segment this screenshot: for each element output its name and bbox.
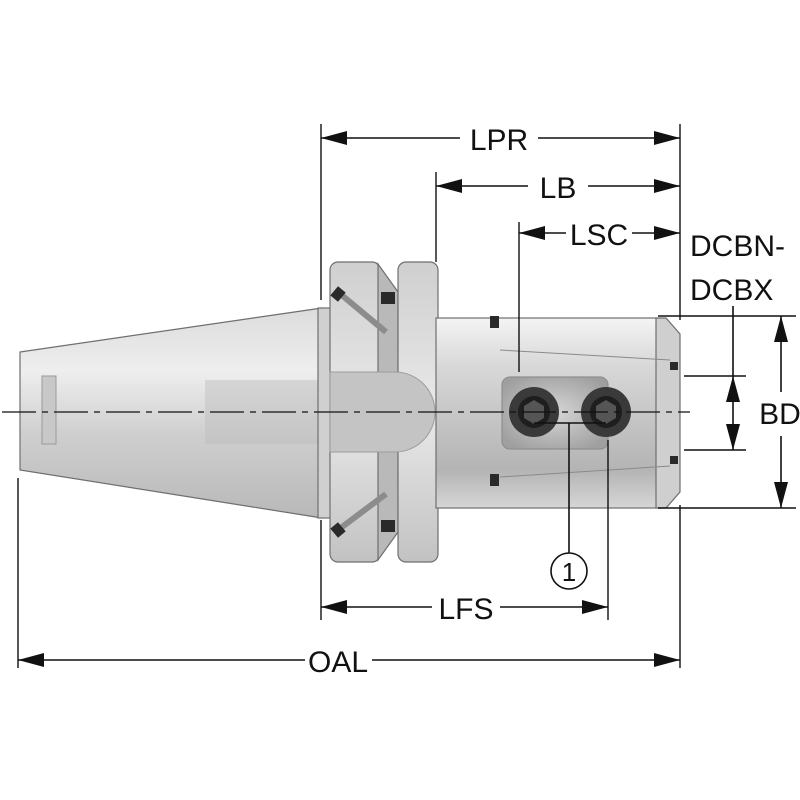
dimension-lsc: LSC	[519, 219, 680, 252]
label-callout: 1	[562, 557, 576, 587]
bore-line-top	[499, 349, 671, 361]
bore-line-bottom	[499, 465, 671, 478]
body-slot-bottom	[490, 474, 499, 486]
label-lsc: LSC	[570, 219, 628, 252]
label-lb: LB	[540, 172, 577, 205]
dimension-oal: OAL	[18, 646, 680, 679]
label-dcbx: DCBX	[690, 274, 773, 307]
orientation-pin-lower	[336, 491, 388, 533]
dimension-bd: BD	[759, 316, 800, 508]
dimension-lfs: LFS	[321, 593, 608, 626]
label-lfs: LFS	[438, 593, 493, 626]
label-oal: OAL	[308, 646, 368, 679]
holder-nose	[655, 317, 681, 509]
dimension-dcbn-dcbx: DCBN- DCBX	[690, 230, 785, 450]
label-dcbn: DCBN-	[690, 230, 785, 263]
callout-screw: 1	[534, 422, 606, 590]
dimension-lb: LB	[436, 172, 680, 205]
body-slot-top	[490, 316, 499, 328]
callout-circle	[550, 552, 588, 590]
orientation-pin-upper	[336, 289, 388, 335]
shank-end-recess	[41, 375, 57, 445]
drive-slot-top	[381, 292, 395, 304]
extension-lines	[17, 124, 796, 668]
dimension-lpr: LPR	[321, 124, 680, 157]
drive-slot-bottom	[381, 520, 395, 532]
label-lpr: LPR	[470, 124, 528, 157]
label-bd: BD	[759, 398, 800, 431]
